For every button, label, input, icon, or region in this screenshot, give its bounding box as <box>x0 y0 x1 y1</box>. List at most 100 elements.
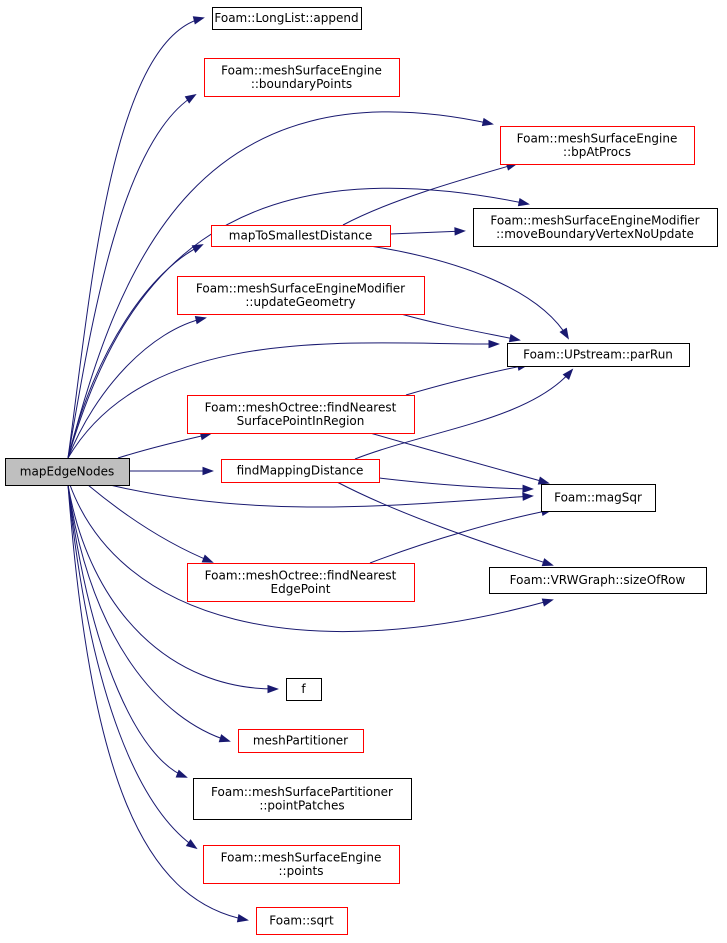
edge-line <box>67 244 203 459</box>
node-box <box>177 276 425 315</box>
node-label: Foam::meshSurfaceEngine <box>221 63 382 77</box>
edge-line <box>67 17 204 459</box>
node-findMappingDistance[interactable]: findMappingDistance <box>221 459 380 483</box>
node-label: Foam::meshOctree::findNearest <box>205 568 397 582</box>
arrowhead <box>559 327 570 340</box>
edge-line <box>67 484 230 742</box>
node-box <box>489 567 707 594</box>
node-label: f <box>301 682 306 696</box>
node-box <box>286 678 322 701</box>
edge-mapToSmallestDistance-to-moveBoundaryVertexNoUpdate <box>389 227 466 236</box>
node-updateGeometry[interactable]: Foam::meshSurfaceEngineModifier::updateG… <box>177 276 425 315</box>
node-meshPartitioner[interactable]: meshPartitioner <box>238 729 364 753</box>
edge-updateGeometry-to-parRun <box>400 313 521 343</box>
arrowhead <box>267 684 279 694</box>
edge-findMappingDistance-to-sizeOfRow <box>336 481 554 567</box>
nodes-layer: mapEdgeNodesFoam::LongList::appendFoam::… <box>5 7 718 935</box>
node-magSqr[interactable]: Foam::magSqr <box>541 484 656 512</box>
node-label: ::updateGeometry <box>245 295 355 309</box>
node-label: Foam::meshSurfaceEngineModifier <box>490 213 699 227</box>
arrowhead <box>236 914 249 923</box>
edge-line <box>67 317 206 459</box>
edge-line <box>109 484 533 508</box>
node-box <box>187 563 415 602</box>
edge-mapEdgeNodes-to-updateGeometry <box>67 316 207 459</box>
node-label: mapToSmallestDistance <box>229 229 372 243</box>
edge-mapEdgeNodes-to-sizeOfRow <box>69 484 554 632</box>
node-label: findMappingDistance <box>237 464 364 478</box>
node-parRun[interactable]: Foam::UPstream::parRun <box>507 343 690 367</box>
node-box <box>203 845 400 884</box>
node-label: Foam::meshSurfaceEngineModifier <box>196 281 405 295</box>
edge-line <box>369 509 552 564</box>
node-box <box>541 484 656 512</box>
node-box <box>221 459 380 483</box>
edge-mapEdgeNodes-to-append <box>67 16 205 459</box>
arrowhead <box>194 316 207 325</box>
node-pointPatches[interactable]: Foam::meshSurfacePartitioner::pointPatch… <box>193 778 412 820</box>
node-label: SurfacePointInRegion <box>237 414 365 428</box>
node-label: Foam::meshSurfaceEngine <box>517 131 678 145</box>
edge-findMappingDistance-to-parRun <box>354 368 574 460</box>
edge-mapEdgeNodes-to-meshPartitioner <box>67 484 231 743</box>
edge-findNearestSurfacePointInRegion-to-parRun <box>405 362 529 396</box>
arrowhead <box>508 333 521 343</box>
arrowhead <box>218 734 231 743</box>
arrowhead <box>541 598 554 607</box>
arrowhead <box>184 93 197 104</box>
arrowhead <box>454 227 466 236</box>
arrowhead <box>185 839 198 850</box>
edge-mapEdgeNodes-to-pointPatches <box>67 484 188 778</box>
node-label: ::bpAtProcs <box>563 145 631 159</box>
node-label: Foam::meshSurfaceEngine <box>221 850 382 864</box>
edge-line <box>405 364 528 396</box>
node-box <box>507 343 690 367</box>
node-append[interactable]: Foam::LongList::append <box>212 7 362 30</box>
arrowhead <box>201 554 214 563</box>
node-box <box>212 7 362 30</box>
edge-mapEdgeNodes-to-findMappingDistance <box>129 466 214 476</box>
edge-mapToSmallestDistance-to-parRun <box>369 245 570 340</box>
edge-line <box>342 163 517 226</box>
node-points[interactable]: Foam::meshSurfaceEngine::points <box>203 845 400 884</box>
node-f[interactable]: f <box>286 678 322 701</box>
node-label: ::points <box>279 864 324 878</box>
edge-line <box>67 111 493 459</box>
edge-line <box>369 245 569 339</box>
edge-line <box>378 477 533 490</box>
arrowhead <box>202 466 214 476</box>
arrowhead <box>517 197 530 207</box>
node-findNearestSurfacePointInRegion[interactable]: Foam::meshOctree::findNearestSurfacePoin… <box>187 395 415 434</box>
arrowhead <box>191 244 204 253</box>
edge-findNearestSurfacePointInRegion-to-magSqr <box>369 432 550 485</box>
node-label: ::moveBoundaryVertexNoUpdate <box>496 227 694 241</box>
node-label: Foam::magSqr <box>554 491 642 505</box>
node-box <box>204 58 400 97</box>
edge-mapEdgeNodes-to-f <box>67 484 279 694</box>
node-boundaryPoints[interactable]: Foam::meshSurfaceEngine::boundaryPoints <box>204 58 400 97</box>
node-sqrt[interactable]: Foam::sqrt <box>256 907 348 935</box>
edge-line <box>87 484 213 563</box>
edge-line <box>69 484 553 632</box>
arrowhead <box>481 117 494 127</box>
edge-mapEdgeNodes-to-points <box>67 484 198 850</box>
arrowhead <box>522 484 534 494</box>
edge-mapEdgeNodes-to-magSqr <box>109 484 534 508</box>
edge-mapEdgeNodes-to-findNearestEdgePoint <box>87 484 214 563</box>
node-sizeOfRow[interactable]: Foam::VRWGraph::sizeOfRow <box>489 567 707 594</box>
node-mapToSmallestDistance[interactable]: mapToSmallestDistance <box>211 225 391 247</box>
node-label: meshPartitioner <box>253 734 348 748</box>
node-moveBoundaryVertexNoUpdate[interactable]: Foam::meshSurfaceEngineModifier::moveBou… <box>473 208 718 247</box>
node-label: Foam::meshOctree::findNearest <box>205 400 397 414</box>
node-box <box>211 225 391 247</box>
arrowhead <box>541 558 554 567</box>
arrowhead <box>192 16 205 25</box>
node-bpAtProcs[interactable]: Foam::meshSurfaceEngine::bpAtProcs <box>500 126 695 165</box>
node-label: Foam::sqrt <box>269 914 334 928</box>
edge-mapEdgeNodes-to-moveBoundaryVertexNoUpdate <box>67 187 530 459</box>
edge-findNearestEdgePoint-to-magSqr <box>369 507 553 564</box>
edge-line <box>400 313 520 341</box>
node-box <box>187 395 415 434</box>
node-label: Foam::UPstream::parRun <box>523 348 673 362</box>
